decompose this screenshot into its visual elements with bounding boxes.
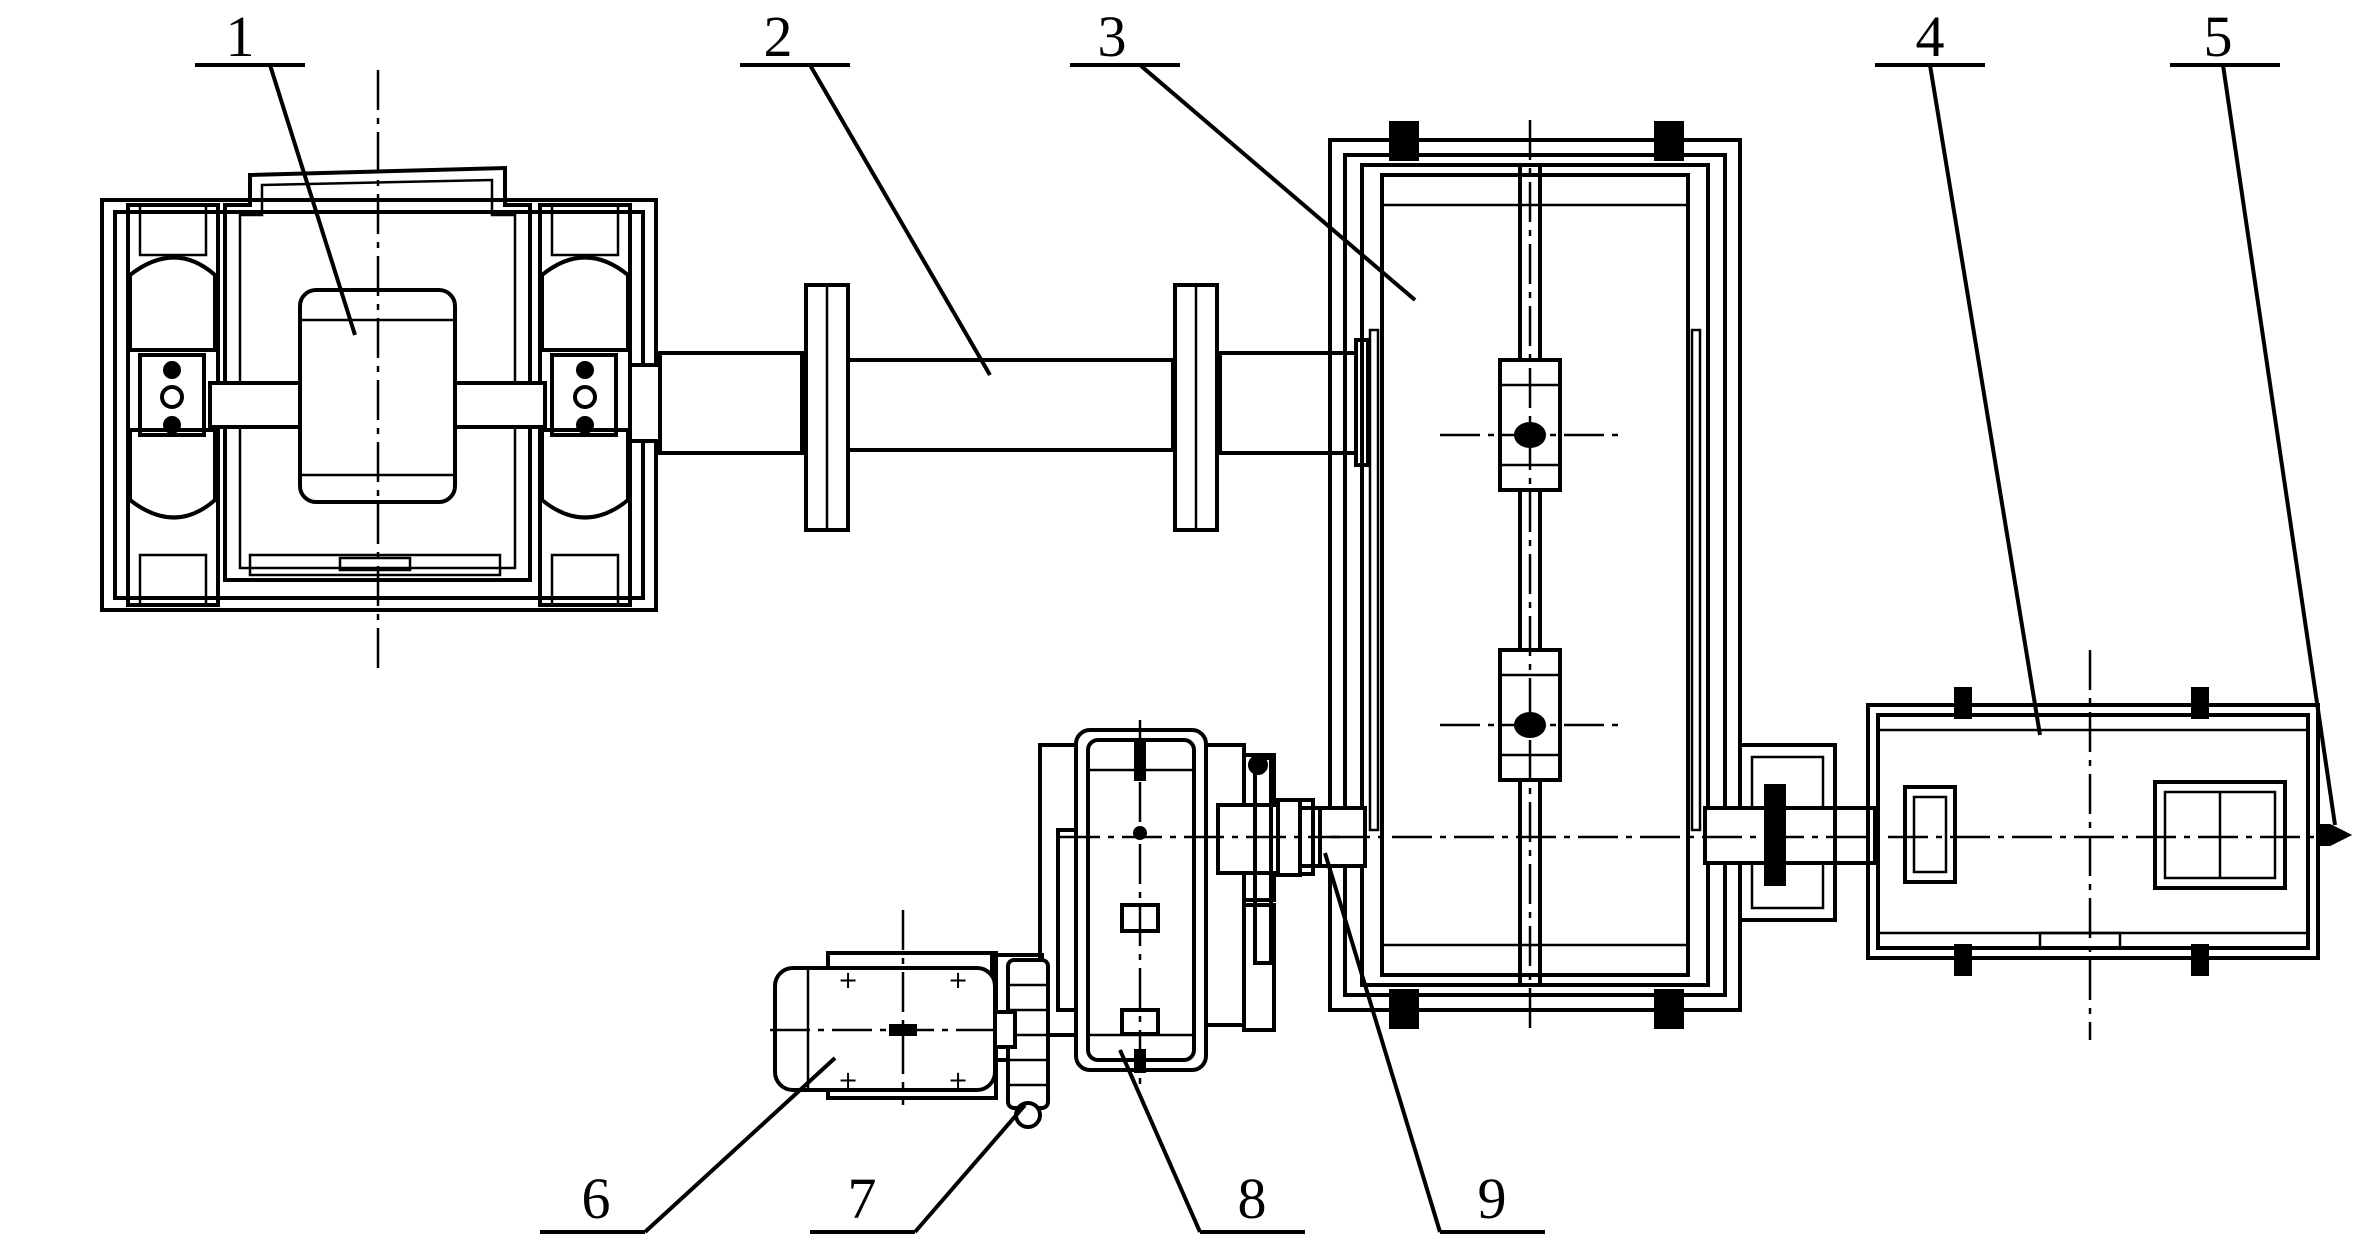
component-4-driven-unit <box>1866 650 2320 1040</box>
component-6-motor: + + + + <box>770 910 1017 1105</box>
svg-text:+: + <box>948 966 968 994</box>
callout-9: 9 <box>1477 1166 1507 1231</box>
component-2-drive-shaft <box>658 283 1370 532</box>
component-8-reducer <box>1038 720 1340 1085</box>
callout-1: 1 <box>225 4 255 69</box>
callout-4: 4 <box>1915 4 1945 69</box>
callout-6: 6 <box>581 1166 611 1231</box>
callout-5: 5 <box>2203 4 2233 69</box>
svg-text:+: + <box>838 966 858 994</box>
component-3-gear-housing <box>1328 120 1742 1030</box>
callout-2: 2 <box>763 4 793 69</box>
component-1-main-unit <box>100 70 662 668</box>
leader-lines <box>195 63 2337 1234</box>
output-coupling <box>1703 743 1877 922</box>
component-5-shaft-end <box>2317 824 2353 846</box>
svg-text:+: + <box>948 1066 968 1094</box>
svg-text:+: + <box>838 1066 858 1094</box>
callout-3: 3 <box>1097 4 1127 69</box>
callout-8: 8 <box>1237 1166 1267 1231</box>
callout-7: 7 <box>847 1166 877 1231</box>
